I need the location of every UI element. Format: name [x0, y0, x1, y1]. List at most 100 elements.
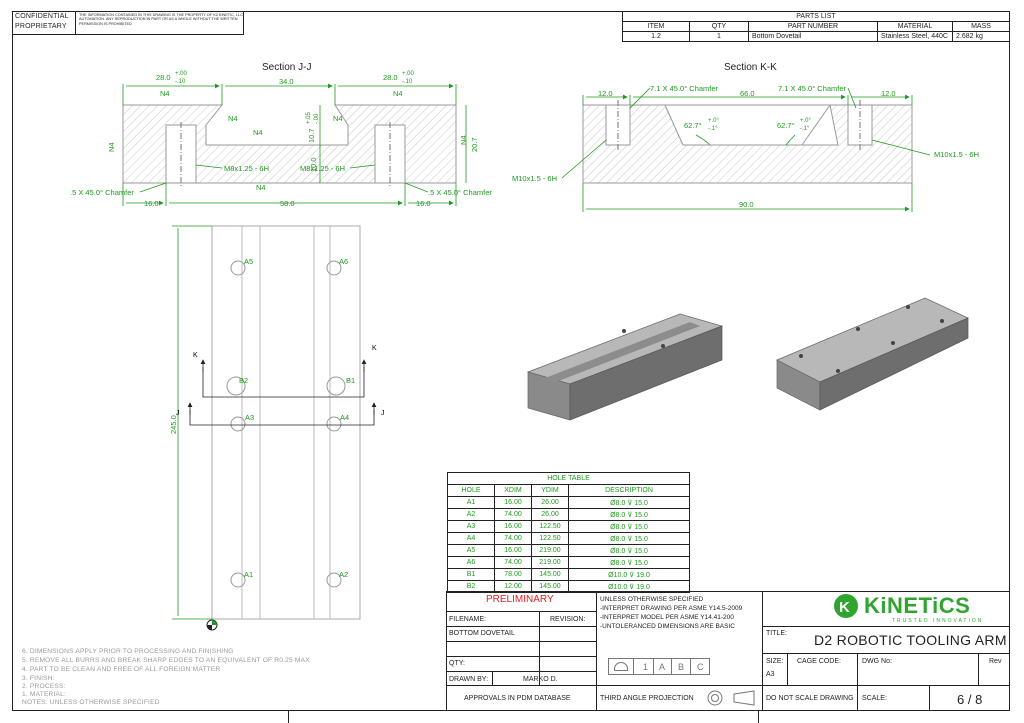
hole-cell: Ø10.0 ⊽ 19.0: [568, 580, 690, 593]
hole-label-a3: A3: [245, 413, 254, 422]
tb-rule: [857, 653, 858, 685]
hole-cell: A1: [447, 496, 495, 509]
kk-thread-right: M10x1.5 - 6H: [934, 150, 979, 159]
kk-chamfer-left: 7.1 X 45.0° Chamfer: [650, 84, 719, 93]
jj-thread-left: M8x1.25 - 6H: [224, 164, 269, 173]
fcf-rule: [633, 659, 634, 674]
note-3: 3. FINISH:: [22, 675, 55, 682]
proprietary-label: PROPRIETARY: [15, 23, 67, 30]
hole-cell: 122.50: [531, 532, 569, 545]
note-5: 5. REMOVE ALL BURRS AND BREAK SHARP EDGE…: [22, 657, 310, 664]
section-jj-profile: [122, 104, 457, 186]
jj-finish-1: N4: [160, 89, 170, 98]
hole-cell: Ø8.0 ⊽ 15.0: [568, 544, 690, 557]
jj-vtol-plus: +.05: [306, 111, 312, 124]
svg-text:K: K: [839, 599, 850, 616]
filename-label: FILENAME:: [449, 616, 486, 623]
jj-dim-bottom-mid: 58.0: [280, 199, 295, 208]
jj-tol-minus-right: -.10: [402, 79, 413, 85]
confidential-divider: [75, 11, 76, 34]
hole-label-a2: A2: [339, 570, 348, 579]
hole-cell: Ø8.0 ⊽ 15.0: [568, 508, 690, 521]
hole-cell: 16.00: [494, 520, 532, 533]
kk-angle-right: 62.7°: [777, 121, 795, 130]
jj-dim-top-right: 28.0: [383, 73, 398, 82]
jj-dim-bottom-right: 16.0: [416, 199, 431, 208]
projection-text: THIRD ANGLE PROJECTION: [600, 695, 694, 702]
hole-cell: B2: [447, 580, 495, 593]
tb-rule: [446, 656, 597, 657]
tb-rule: [446, 611, 597, 612]
jj-tol-plus-left: +.00: [175, 71, 188, 77]
title-label: TITLE:: [766, 630, 788, 637]
tb-rule: [446, 671, 597, 672]
drawn-by-value: MARKO D.: [523, 676, 558, 683]
feature-control-frame: 1 A B C: [608, 658, 710, 675]
tb-rule: [762, 685, 1010, 686]
isometric-view-top: [526, 313, 724, 421]
plan-view: [206, 225, 361, 631]
legal-notice: THE INFORMATION CONTAINED IN THIS DRAWIN…: [79, 13, 243, 26]
hole-cell: 74.00: [494, 556, 532, 569]
hole-cell: 219.00: [531, 556, 569, 569]
jj-tol-minus-left: -.10: [175, 79, 186, 85]
tb-rule: [446, 685, 597, 686]
hole-header-xdim: XDIM: [494, 484, 532, 497]
projection-icon: [707, 690, 755, 706]
cage-code-label: CAGE CODE:: [797, 658, 841, 665]
hole-cell: 16.00: [494, 496, 532, 509]
hole-cell: 16.00: [494, 544, 532, 557]
hole-cell: Ø8.0 ⊽ 15.0: [568, 520, 690, 533]
tb-rule: [446, 641, 597, 642]
hole-header-description: DESCRIPTION: [568, 484, 690, 497]
tb-rule: [762, 653, 1010, 654]
fcf-datum-c: C: [697, 662, 704, 672]
interp-basic: -UNTOLERANCED DIMENSIONS ARE BASIC: [600, 623, 735, 630]
hole-cell: Ø8.0 ⊽ 15.0: [568, 532, 690, 545]
hole-cell: Ø8.0 ⊽ 15.0: [568, 496, 690, 509]
hole-label-a5: A5: [244, 257, 253, 266]
kk-dim-mid: 66.0: [740, 89, 755, 98]
hole-cell: A3: [447, 520, 495, 533]
hole-cell: A6: [447, 556, 495, 569]
title-block-right: [762, 591, 1010, 711]
tb-rule: [492, 671, 493, 685]
interp-model: -INTERPRET MODEL PER ASME Y14.41-200: [600, 614, 734, 621]
kk-dim-right: 12.0: [881, 89, 896, 98]
isometric-view-bottom: [776, 297, 969, 411]
approvals-text: APPROVALS IN PDM DATABASE: [464, 695, 571, 702]
kk-dim-overall: 90.0: [739, 200, 754, 209]
jj-finish-2: N4: [393, 89, 403, 98]
tb-rule: [857, 685, 858, 711]
hole-cell: Ø8.0 ⊽ 15.0: [568, 556, 690, 569]
dwg-no-label: DWG No:: [862, 658, 892, 665]
jj-finish-6: N4: [256, 183, 266, 192]
kk-thread-left: M10x1.5 - 6H: [512, 174, 557, 183]
fcf-rule: [653, 659, 654, 674]
kk-angle-minus-right: -.1°: [800, 126, 810, 132]
kinetics-logo-icon: K: [834, 594, 858, 618]
hole-cell: 78.00: [494, 568, 532, 581]
fcf-datum-a: A: [659, 662, 666, 672]
section-cut-lines: [187, 359, 377, 426]
fcf-rule: [690, 659, 691, 674]
section-jj-dimlines: [122, 83, 467, 206]
jj-finish-right: N4: [459, 135, 468, 145]
k-label-right: K: [372, 345, 377, 352]
rev-label: Rev: [989, 658, 1002, 665]
fcf-rule: [671, 659, 672, 674]
section-kk-title: Section K-K: [724, 62, 777, 73]
hole-table-title: HOLE TABLE: [447, 472, 690, 485]
hole-cell: A5: [447, 544, 495, 557]
drawing-title: D2 ROBOTIC TOOLING ARM: [814, 632, 1007, 648]
tb-rule: [539, 611, 540, 685]
size-value: A3: [766, 671, 775, 678]
hole-cell: 74.00: [494, 532, 532, 545]
section-kk-dimlines: [561, 87, 931, 212]
hole-label-a1: A1: [244, 570, 253, 579]
